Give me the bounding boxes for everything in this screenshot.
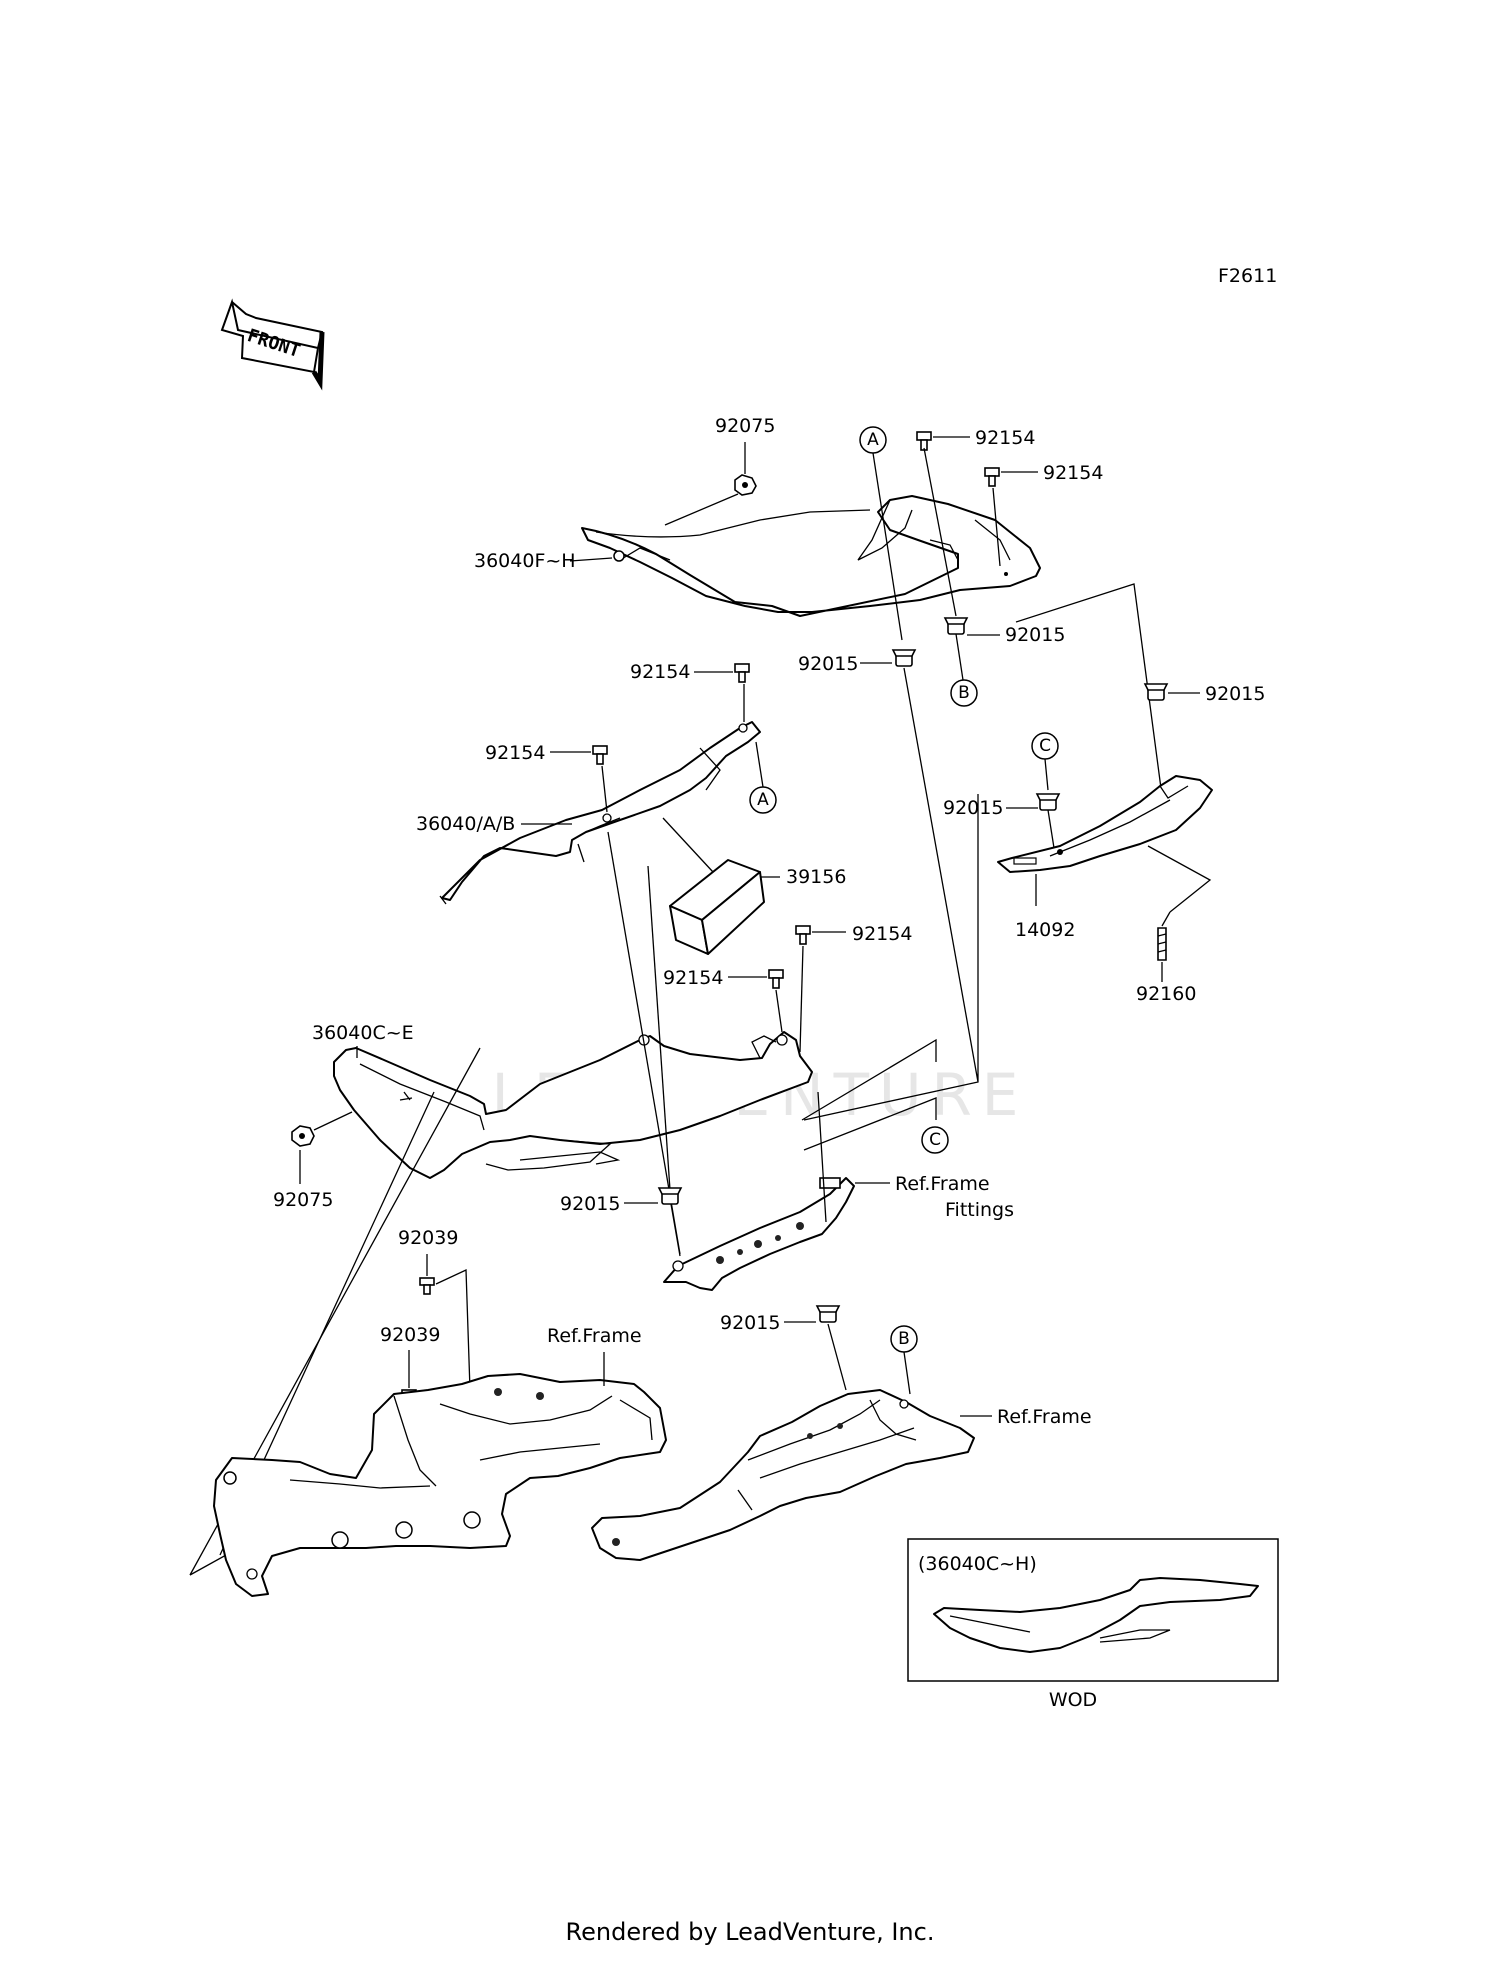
label-92015-f: 92015: [720, 1312, 780, 1334]
grommet-nut-icon: [734, 474, 757, 496]
label-92015-b: 92015: [798, 653, 858, 675]
label-92075-bottom: 92075: [273, 1189, 333, 1211]
figure-id: F2611: [1218, 265, 1277, 287]
collar-icon: [1035, 793, 1061, 811]
label-92015-a: 92015: [1005, 624, 1065, 646]
collar-icon: [891, 649, 917, 667]
callout-c-right: C: [1039, 736, 1051, 756]
label-92039-b: 92039: [380, 1324, 440, 1346]
right-bracket-part: [997, 775, 1213, 873]
screw-icon: [768, 969, 784, 989]
callout-b-mid: B: [958, 683, 970, 703]
grommet-nut-icon: [291, 1125, 315, 1147]
label-92039-a: 92039: [398, 1227, 458, 1249]
screw-icon: [419, 1277, 435, 1295]
label-ref-frame-left: Ref.Frame: [547, 1325, 642, 1347]
label-14092: 14092: [1015, 919, 1075, 941]
collar-icon: [943, 617, 969, 635]
left-frame-part: [213, 1373, 667, 1597]
callout-c-mid: C: [929, 1130, 941, 1150]
label-92154-b: 92154: [1043, 462, 1103, 484]
inset-title: (36040C~H): [918, 1553, 1037, 1575]
screw-icon: [916, 431, 932, 451]
label-92154-a: 92154: [975, 427, 1035, 449]
footer-credit: Rendered by LeadVenture, Inc.: [565, 1918, 935, 1946]
label-92075-top: 92075: [715, 415, 775, 437]
label-92154-d: 92154: [485, 742, 545, 764]
upper-side-cover-part: [581, 495, 1041, 617]
screw-icon: [984, 467, 1000, 487]
label-92015-c: 92015: [1205, 683, 1265, 705]
inset-caption: WOD: [1049, 1689, 1097, 1711]
callout-a-top: A: [867, 430, 879, 450]
pin-icon: [1157, 927, 1167, 961]
label-ref-frame-fittings-1: Ref.Frame: [895, 1173, 990, 1195]
screw-icon: [795, 925, 811, 945]
front-arrow-icon: FRONT: [220, 298, 325, 391]
collar-icon: [815, 1305, 841, 1323]
foam-pad-part: [669, 859, 765, 955]
label-39156: 39156: [786, 866, 846, 888]
label-92154-e: 92154: [852, 923, 912, 945]
label-92015-d: 92015: [943, 797, 1003, 819]
callout-b-bottom: B: [898, 1329, 910, 1349]
collar-icon: [1143, 683, 1169, 701]
inner-panel-part: [439, 721, 761, 905]
label-ref-frame-fittings-2: Fittings: [945, 1199, 1014, 1221]
label-92154-c: 92154: [630, 661, 690, 683]
label-36040ab: 36040/A/B: [416, 813, 515, 835]
label-92160: 92160: [1136, 983, 1196, 1005]
collar-icon: [657, 1187, 683, 1205]
inset-side-cover-part: [933, 1577, 1259, 1653]
label-36040ce: 36040C~E: [312, 1022, 414, 1044]
label-92154-f: 92154: [663, 967, 723, 989]
label-92015-e: 92015: [560, 1193, 620, 1215]
frame-fittings-bracket-part: [663, 1177, 855, 1291]
right-frame-part: [591, 1389, 975, 1561]
callout-a-mid: A: [757, 790, 769, 810]
screw-icon: [734, 663, 750, 683]
screw-icon: [592, 745, 608, 765]
label-ref-frame-right: Ref.Frame: [997, 1406, 1092, 1428]
label-36040fh: 36040F~H: [474, 550, 576, 572]
main-side-cover-part: [333, 1031, 813, 1179]
